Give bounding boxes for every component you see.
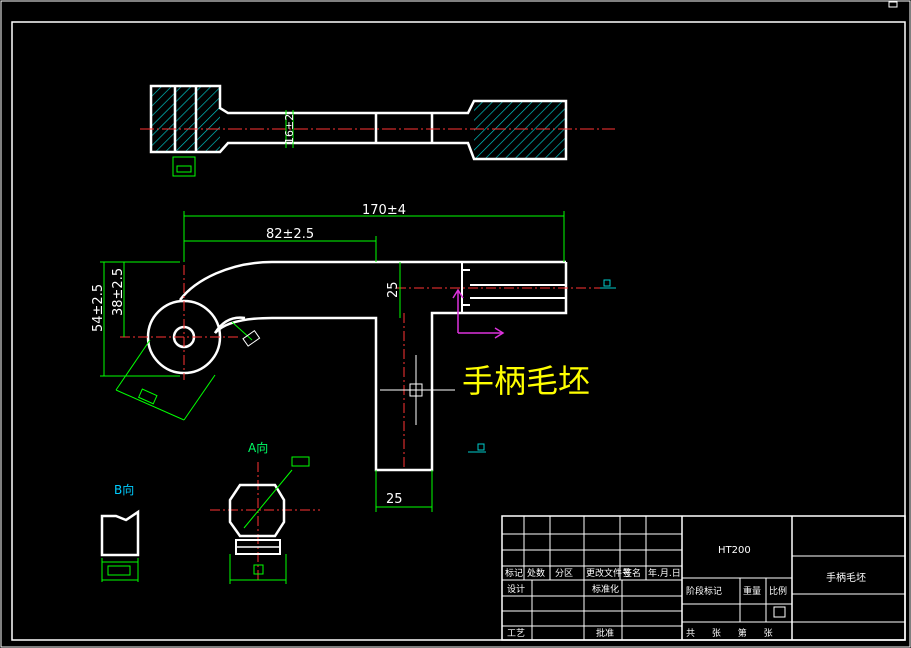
title-block (501, 515, 906, 641)
inner-frame (11, 21, 906, 641)
drawing-title: 手柄毛坯 (462, 362, 590, 400)
tb-label-mark: 标记 (505, 567, 523, 579)
front-dimensions: 170±4 82±2.5 54±2.5 38±2.5 25 25 (91, 203, 616, 512)
tb-label-change-file: 更改文件号 (586, 567, 631, 579)
dim-height-outer: 54±2.5 (91, 284, 106, 332)
tb-label-sign: 签名 (623, 567, 641, 579)
dim-center-to-step: 82±2.5 (266, 227, 314, 242)
front-view (120, 260, 605, 472)
dim-stem-width: 25 (386, 281, 401, 298)
tb-label-scale: 比例 (769, 585, 787, 597)
view-a-label: A向 (248, 440, 268, 455)
view-a: A向 (210, 440, 320, 584)
dim-side-width: 16±2 (283, 114, 296, 144)
tb-label-process: 工艺 (507, 628, 525, 639)
tb-label-weight: 重量 (743, 585, 761, 597)
top-section-view: 16±2 (140, 84, 615, 177)
tb-label-date: 年.月.日 (648, 567, 681, 579)
tb-label-sheet: 共 张 第 张 (686, 627, 773, 639)
part-name-text: 手柄毛坯 (826, 571, 866, 584)
tb-label-zone: 分区 (555, 568, 573, 579)
dim-overall-length: 170±4 (362, 203, 406, 218)
dim-bottom-width: 25 (386, 492, 403, 507)
tb-label-designer: 设计 (507, 583, 525, 595)
tb-label-stage: 阶段标记 (686, 585, 722, 597)
tb-label-approve: 批准 (596, 627, 614, 639)
view-b: B向 (100, 482, 140, 582)
dim-height-inner: 38±2.5 (111, 268, 126, 316)
tb-label-standardize: 标准化 (592, 583, 619, 595)
material-text: HT200 (718, 545, 751, 556)
tb-label-count: 处数 (527, 567, 545, 579)
corner-marker-icon (888, 1, 898, 8)
view-b-label: B向 (114, 482, 134, 497)
